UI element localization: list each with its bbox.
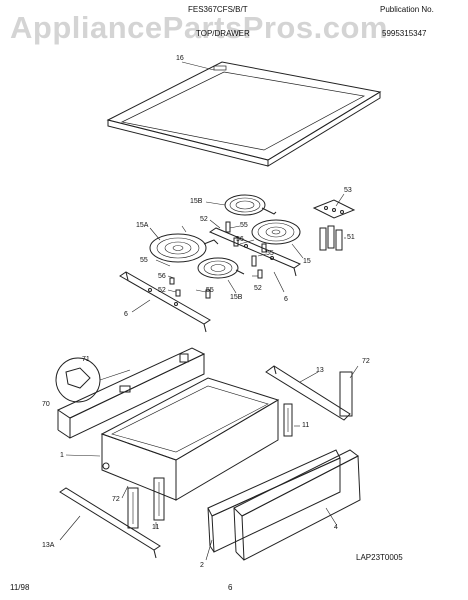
watermark: AppliancePartsPros.com <box>10 10 388 45</box>
drawer-rail-13 <box>265 365 353 421</box>
glide-11-left <box>153 477 165 521</box>
element-15b-upper <box>224 194 277 216</box>
callout-16: 16 <box>176 55 184 62</box>
callout-15: 15 <box>303 258 311 265</box>
drawer-front-outer <box>233 449 361 561</box>
callout-56-b: 56 <box>158 273 166 280</box>
callout-52-b: 52 <box>158 287 166 294</box>
glide-11-right <box>283 403 293 437</box>
terminal-block-53 <box>312 199 356 219</box>
callout-13: 13 <box>316 367 324 374</box>
publication-label: Publication No. <box>380 5 434 14</box>
callout-55-c: 55 <box>140 257 148 264</box>
diagram-code: LAP23T0005 <box>356 553 403 562</box>
callout-55-d: 55 <box>206 287 214 294</box>
callout-72-b: 72 <box>112 496 120 503</box>
model-number: FES367CFS/B/T <box>188 5 248 14</box>
callout-6-b: 6 <box>284 296 288 303</box>
element-bracket-left <box>119 271 211 333</box>
callout-52-a: 52 <box>200 216 208 223</box>
drawer-front-inner <box>207 449 341 553</box>
callout-15b-lower: 15B <box>230 294 243 301</box>
callout-15b-upper: 15B <box>190 198 203 205</box>
switch-51 <box>319 225 343 251</box>
element-15-right <box>251 219 301 245</box>
section-title: TOP/DRAWER <box>196 29 250 38</box>
drawer-rail-13a <box>59 487 161 559</box>
callout-70: 70 <box>42 401 50 408</box>
rear-panel-70 <box>56 347 206 439</box>
element-15b-lower <box>197 257 245 279</box>
clips-screws <box>169 221 267 299</box>
callout-11-b: 11 <box>152 524 160 531</box>
callout-52-c: 52 <box>254 285 262 292</box>
footer-date: 11/98 <box>10 583 30 592</box>
callout-55-b: 55 <box>266 250 274 257</box>
callout-71: 71 <box>82 356 90 363</box>
callout-53: 53 <box>344 187 352 194</box>
element-bracket-right <box>208 227 302 277</box>
publication-number: 5995315347 <box>382 29 427 38</box>
element-15a-left <box>149 233 219 263</box>
callout-13a: 13A <box>42 542 55 549</box>
callout-15a: 15A <box>136 222 149 229</box>
page-number: 6 <box>228 583 233 592</box>
callout-4: 4 <box>334 524 338 531</box>
callout-55-a: 55 <box>240 222 248 229</box>
callout-6-a: 6 <box>124 311 128 318</box>
callout-56-a: 56 <box>236 236 244 243</box>
cooktop-top-part <box>106 61 382 167</box>
callout-1: 1 <box>60 452 64 459</box>
callout-2: 2 <box>200 562 204 569</box>
callout-11-a: 11 <box>302 422 310 429</box>
glide-72-left <box>127 487 139 529</box>
callout-72-a: 72 <box>362 358 370 365</box>
callout-51: 51 <box>347 234 355 241</box>
drawer-box <box>100 377 280 501</box>
detail-circle-71 <box>55 357 101 403</box>
